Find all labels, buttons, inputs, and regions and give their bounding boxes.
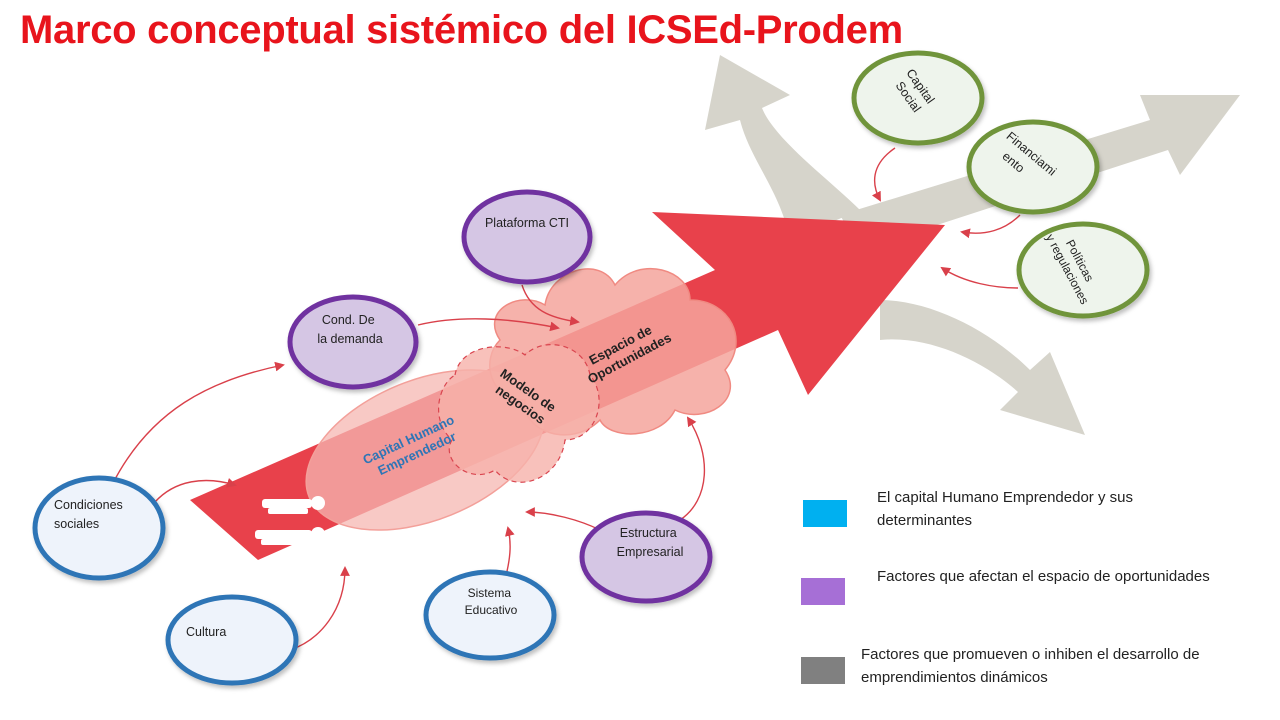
factor-estructura-empresarial	[579, 510, 713, 604]
legend-swatch-blue	[803, 500, 847, 527]
modelo-negocios-shape	[438, 344, 600, 483]
factor-cultura	[165, 594, 299, 686]
legend-text-opportunity: Factores que afectan el espacio de oport…	[877, 568, 1210, 585]
gray-arrow-up	[705, 55, 860, 240]
label-condiciones-sociales: Condiciones sociales	[54, 498, 126, 531]
legend-swatch-purple	[801, 578, 845, 605]
factor-sistema-educativo	[423, 569, 557, 661]
connector-arrows	[111, 147, 1021, 651]
label-cultura: Cultura	[186, 625, 226, 639]
legend-swatch-gray	[801, 657, 845, 684]
central-concepts	[305, 268, 737, 531]
factor-politicas	[1016, 221, 1150, 319]
legend-text-human-capital: El capital Humano Emprendedor y sus dete…	[877, 489, 1133, 529]
label-sistema-educativo: Sistema Educativo	[465, 586, 518, 617]
page-title: Marco conceptual sistémico del ICSEd-Pro…	[20, 8, 903, 52]
factor-plataforma-cti	[461, 189, 593, 285]
label-cond-demanda: Cond. De la demanda	[317, 313, 382, 346]
legend-text-promoting: Factores que promueven o inhiben el desa…	[861, 646, 1200, 686]
factor-capital-social	[851, 50, 985, 146]
factor-cond-demanda	[287, 294, 419, 390]
human-figures-icon	[255, 496, 325, 545]
factor-condiciones-sociales	[32, 475, 166, 581]
gray-arrow-down	[880, 300, 1085, 435]
label-estructura-empresarial: Estructura Empresarial	[617, 526, 684, 559]
label-plataforma-cti: Plataforma CTI	[485, 216, 569, 230]
factor-financiamiento	[966, 119, 1100, 215]
